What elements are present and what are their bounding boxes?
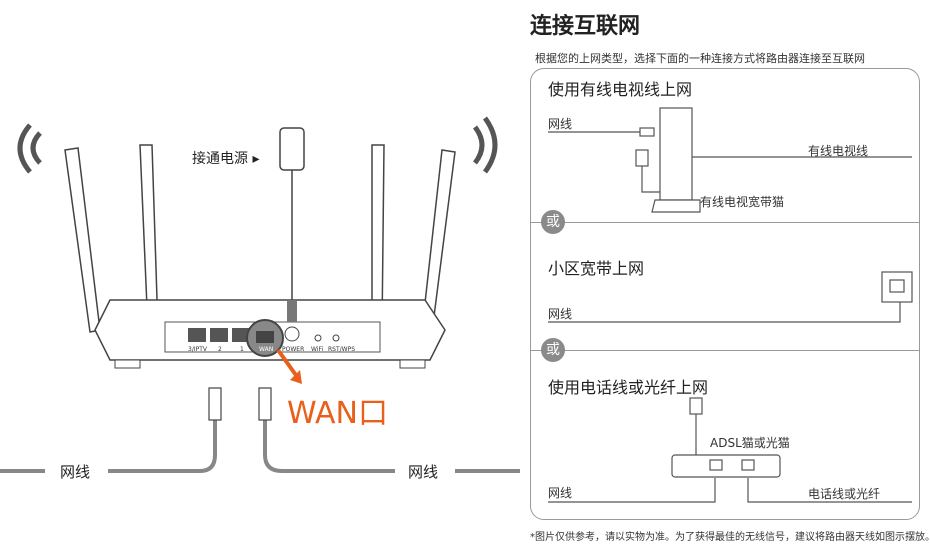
power-label: 接通电源 ▸ — [192, 151, 260, 167]
port-label: POWER — [282, 346, 305, 353]
page-title: 连接互联网 — [530, 14, 641, 39]
port-label: RST/WPS — [328, 346, 356, 353]
label: 电话线或光纤 — [808, 487, 881, 501]
power-adapter-icon — [279, 127, 305, 322]
label: 网线 — [548, 307, 573, 321]
or-badge: 或 — [541, 338, 565, 362]
wan-label: WAN口 — [287, 396, 388, 431]
cable-tv-diagram — [548, 107, 912, 213]
footnote: *图片仅供参考，请以实物为准。为了获得最佳的无线信号，建议将路由器天线如图示摆放… — [530, 532, 930, 543]
divider — [531, 222, 919, 223]
options-box — [530, 68, 920, 520]
cable-right-label: 网线 — [408, 463, 439, 481]
wan-arrow — [276, 348, 300, 380]
wifi-left-icon — [17, 123, 42, 174]
section-title-cable-tv: 使用有线电视线上网 — [548, 80, 693, 99]
subtitle: 根据您的上网类型，选择下面的一种连接方式将路由器连接至互联网 — [535, 52, 865, 65]
label: 网线 — [548, 486, 573, 500]
router-body — [94, 299, 446, 369]
label: 网线 — [548, 117, 573, 131]
section-title-community: 小区宽带上网 — [548, 259, 645, 278]
label: 有线电视宽带猫 — [700, 195, 785, 209]
label: ADSL猫或光猫 — [710, 436, 790, 450]
section-title-adsl: 使用电话线或光纤上网 — [548, 378, 709, 397]
port-label: WAN — [259, 346, 274, 353]
label: 有线电视线 — [808, 144, 869, 158]
port-label: 2 — [218, 346, 222, 353]
port-label: 3/IPTV — [188, 346, 207, 353]
port-label: 1 — [240, 346, 244, 353]
ethernet-plugs — [208, 387, 272, 421]
or-badge: 或 — [541, 210, 565, 234]
wall-socket-diagram — [548, 271, 913, 323]
adsl-diagram — [548, 397, 912, 503]
port-label: WiFi — [311, 346, 324, 353]
ethernet-cables — [0, 420, 520, 473]
cable-left-label: 网线 — [60, 463, 91, 481]
divider — [531, 350, 919, 351]
wifi-right-icon — [472, 116, 498, 174]
